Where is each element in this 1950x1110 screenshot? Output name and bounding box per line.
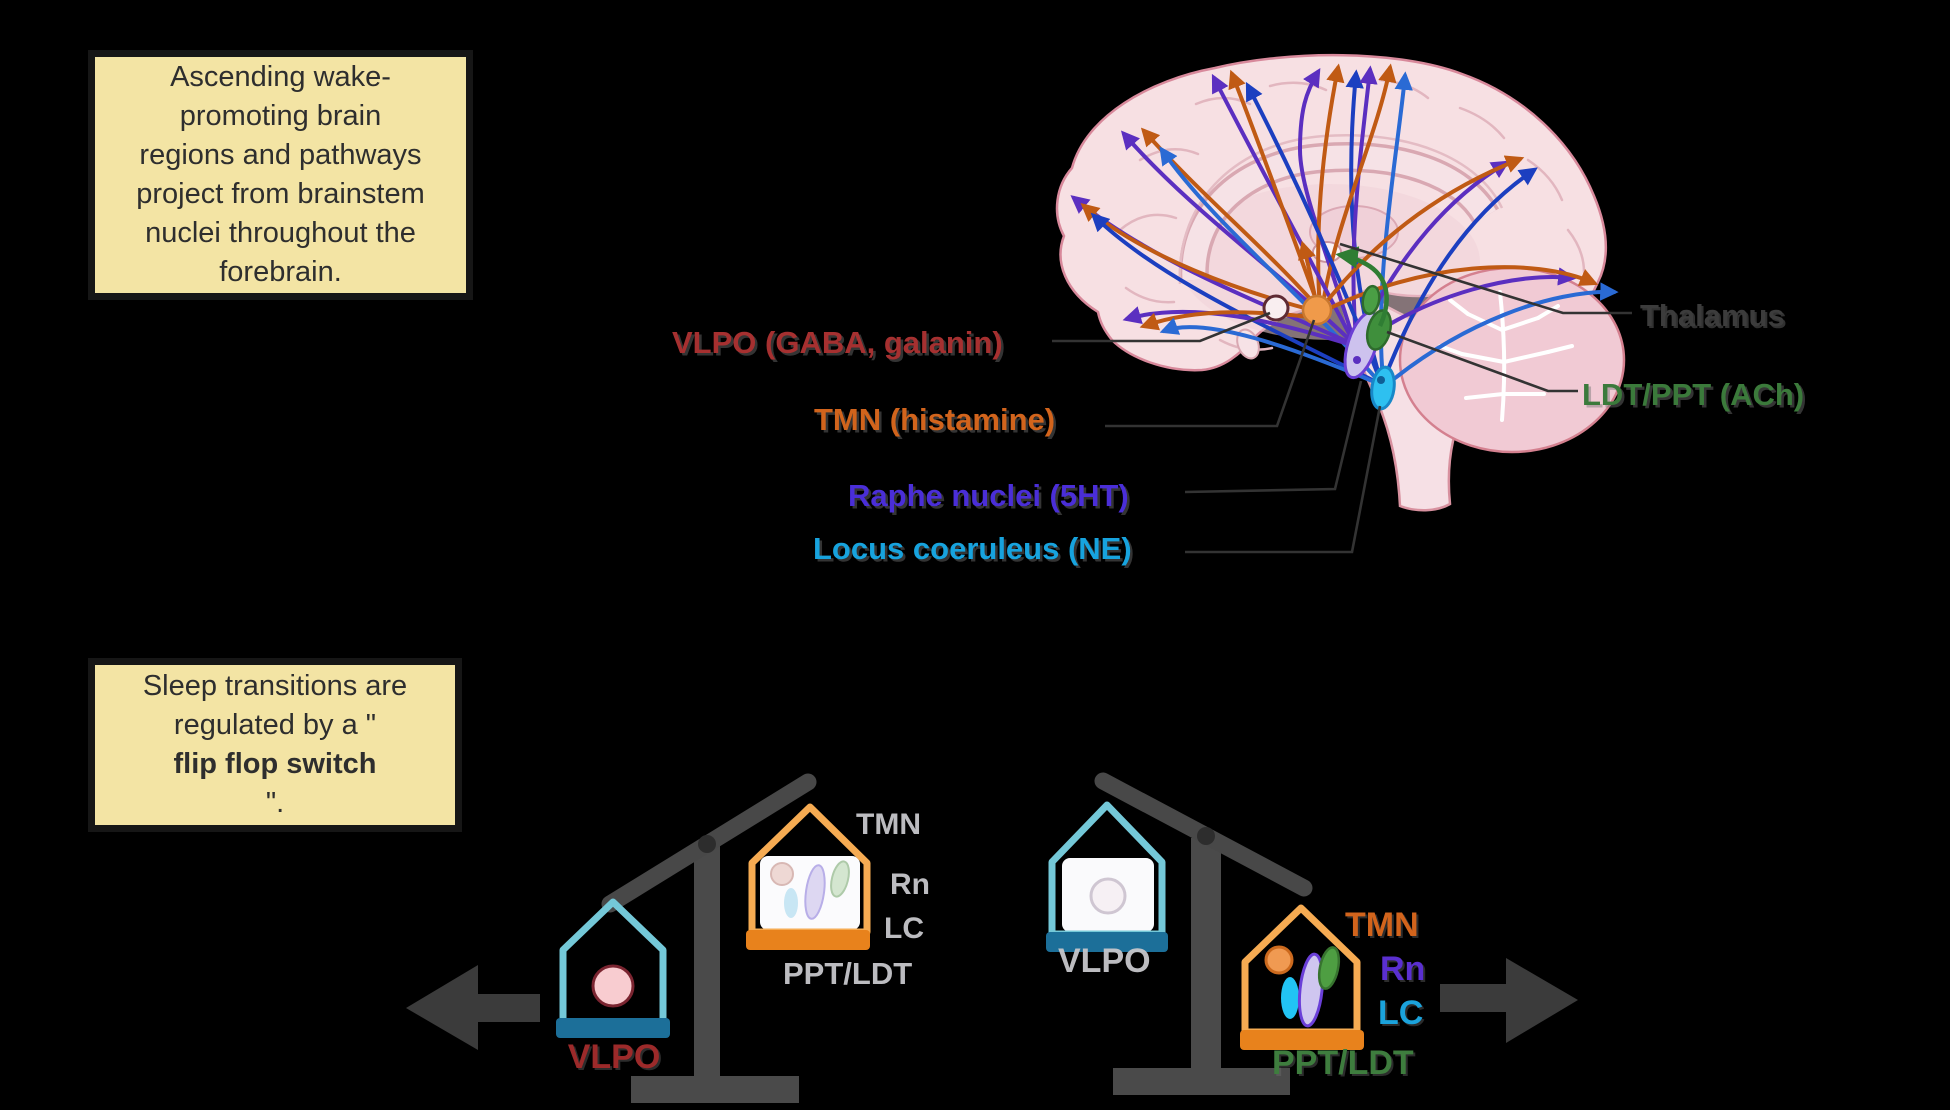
sleep-ghost-tmn: TMN [856,808,921,841]
sleep-ghost-rn: Rn [890,868,930,901]
wake-rn-label: Rn [1380,950,1426,988]
label-tmn: TMN (histamine) [814,402,1056,437]
label-raphe: Raphe nuclei (5HT) [848,478,1129,513]
fulcrum-base [1113,1068,1290,1095]
wake-ghost-vlpo: VLPO [1058,942,1151,980]
beam-pivot [1197,827,1215,845]
brain-illustration [1052,53,1632,554]
right-arrow-icon [1440,958,1578,1043]
raphe-neuron [1297,952,1325,1028]
fulcrum-column [694,844,720,1078]
vlpo-house-active [556,898,670,1038]
vlpo-nucleus [1262,294,1290,322]
wake-lc-label: LC [1378,994,1424,1032]
ldt-ppt-nucleus-upper [1361,284,1381,316]
wake-pptldt-label: PPT/LDT [1272,1044,1414,1082]
raphe-dot [1353,356,1361,364]
cingulate-line [1178,133,1504,285]
seesaw-wake-state [1046,772,1578,1095]
vlpo-neuron [591,964,635,1008]
sleep-vlpo-label: VLPO [567,1038,661,1076]
wake-house-faded [746,803,871,950]
sleep-ghost-lc: LC [884,912,924,945]
pptldt-neuron [1317,946,1341,990]
left-arrow-icon [406,965,540,1050]
label-thalamus: Thalamus [1640,298,1785,333]
arbor-vitae [1438,290,1574,422]
label-locus-coeruleus: Locus coeruleus (NE) [813,531,1132,566]
tmn-nucleus [1301,294,1333,326]
cerebellum [1398,266,1626,454]
wake-house-active [1240,904,1364,1050]
lc-neuron [1281,977,1299,1019]
beam-pivot [698,835,716,853]
seesaw-sleep-state [406,773,871,1103]
gyri-lines [1118,78,1586,351]
label-connectors [1052,242,1632,554]
fulcrum-column [1191,838,1221,1070]
wake-tmn-label: TMN [1345,906,1419,944]
label-ldt-ppt: LDT/PPT (ACh) [1582,377,1805,412]
corpus-callosum [1182,145,1496,281]
tmn-neuron [1264,945,1294,975]
fulcrum-base [631,1076,799,1103]
note-flip-flop: Sleep transitions are regulated by a "fl… [88,658,462,832]
vlpo-house-faded [1046,801,1168,952]
sleep-ghost-pptldt: PPT/LDT [783,956,913,991]
ldt-ppt-to-thalamus-arrow [1335,246,1389,327]
label-vlpo: VLPO (GABA, galanin) [672,325,1003,360]
locus-coeruleus-dot [1377,376,1385,384]
